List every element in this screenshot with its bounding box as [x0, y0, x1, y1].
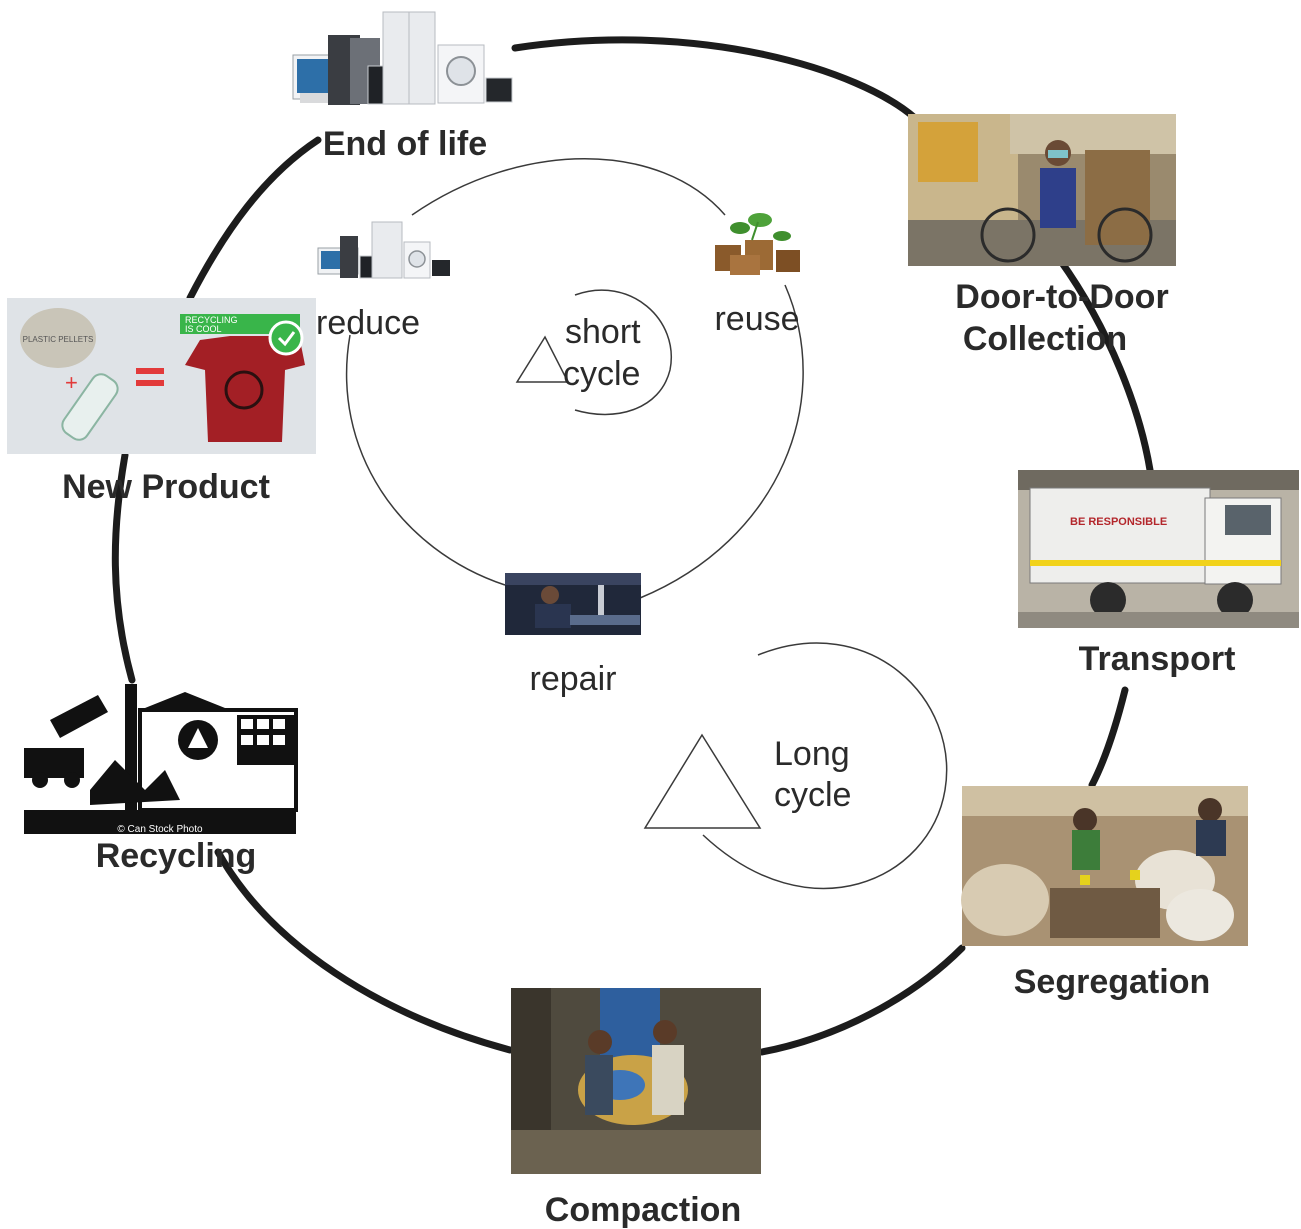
plus-sign: + [65, 370, 78, 395]
bottle-to-tshirt-icon: PLASTIC PELLETS + RECYCLING IS COOL [7, 298, 316, 454]
transport-stage: BE RESPONSIBLE Transport [1018, 470, 1299, 678]
stage-label-end-of-life: End of life [323, 125, 487, 163]
plant-sprout-icon [715, 213, 800, 275]
repair-photo [505, 573, 641, 635]
short-cycle-arc [574, 289, 672, 416]
recycling-is-cool-line2: IS COOL [185, 324, 222, 334]
inner-arc-right [639, 284, 804, 599]
inner-cycle-ring [345, 158, 804, 599]
waste-sorting-photo [961, 786, 1248, 946]
door-to-door-collection-stage: Door-to-Door Collection [908, 114, 1176, 358]
end-of-life-stage: End of life [292, 11, 513, 163]
ring-arc-recycling-to-newproduct [111, 451, 136, 684]
inner-label-repair: repair [530, 660, 617, 698]
ring-arc-newproduct-to-endoflife [186, 136, 322, 302]
ring-arc-transport-to-segregation [1088, 686, 1129, 789]
segregation-stage: Segregation [961, 786, 1248, 1001]
small-appliances-icon [317, 221, 450, 279]
recycling-plant-icon: © Can Stock Photo [24, 684, 298, 835]
stage-label-recycling: Recycling [96, 837, 257, 875]
plastic-pellets-bag-text: PLASTIC PELLETS [23, 335, 94, 344]
long-cycle: Long cycle [643, 642, 948, 890]
stage-label-new-product: New Product [62, 468, 270, 506]
long-cycle-label-line2: cycle [774, 776, 851, 814]
long-cycle-arc [702, 642, 948, 890]
inner-label-reuse: reuse [714, 300, 799, 338]
stage-label-door-to-door-line2: Collection [963, 320, 1127, 358]
long-cycle-label-line1: Long [774, 735, 850, 773]
recycling-stage: © Can Stock Photo Recycling [24, 684, 298, 875]
electronics-appliances-icon [292, 11, 513, 105]
inner-arc-top [411, 158, 726, 216]
compaction-photo [511, 988, 761, 1174]
compaction-stage: Compaction [511, 988, 761, 1229]
ring-arc-compaction-to-recycling [214, 848, 514, 1054]
stage-label-segregation: Segregation [1014, 963, 1210, 1001]
repair-node: repair [505, 573, 641, 698]
recycling-watermark: © Can Stock Photo [117, 824, 203, 835]
ring-arc-collection-to-transport [1056, 256, 1154, 474]
recycling-is-cool-line1: RECYCLING [185, 315, 238, 325]
reduce-node: reduce [316, 221, 450, 342]
long-cycle-triangle [643, 733, 762, 829]
outer-cycle-ring [111, 36, 1154, 1056]
stage-label-door-to-door-line1: Door-to-Door [955, 278, 1168, 316]
short-cycle: short cycle [515, 289, 672, 416]
truck-slogan-text: BE RESPONSIBLE [1070, 516, 1167, 528]
stage-label-transport: Transport [1079, 640, 1236, 678]
stage-label-compaction: Compaction [545, 1191, 741, 1229]
new-product-stage: PLASTIC PELLETS + RECYCLING IS COOL New … [7, 298, 316, 506]
waste-collector-photo [908, 114, 1176, 266]
short-cycle-label-line1: short [565, 313, 641, 351]
short-cycle-label-line2: cycle [563, 355, 640, 393]
inner-arc-left [345, 334, 506, 586]
ring-arc-segregation-to-compaction [758, 944, 966, 1056]
inner-label-reduce: reduce [316, 304, 420, 342]
ring-arc-endoflife-to-collection [511, 36, 919, 122]
short-cycle-triangle [515, 335, 570, 383]
reuse-node: reuse [714, 213, 800, 338]
collection-truck-photo: BE RESPONSIBLE [1018, 470, 1299, 628]
